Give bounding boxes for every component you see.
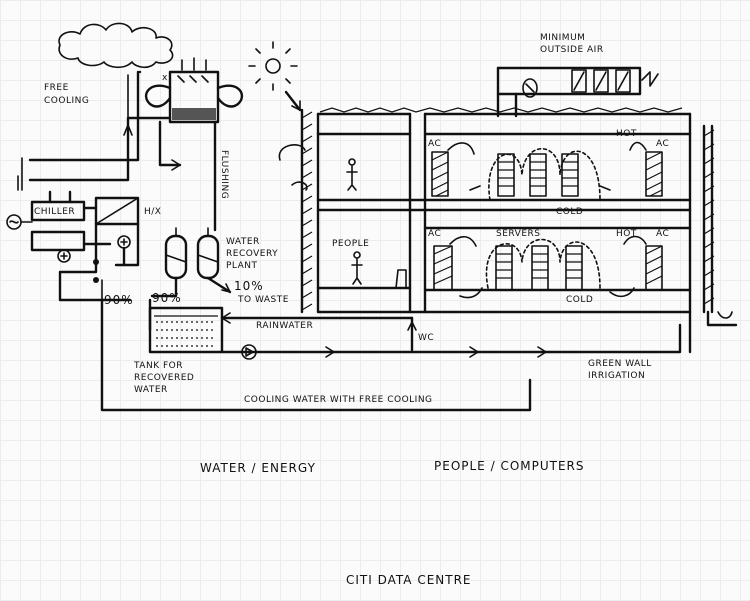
label-ac-bottom-right: AC — [656, 229, 669, 239]
label-servers: SERVERS — [496, 229, 540, 239]
building-section — [316, 107, 692, 314]
label-water-recovery-3: PLANT — [226, 261, 258, 271]
label-flushing: FLUSHING — [219, 150, 229, 199]
label-ac-top-right: AC — [656, 139, 669, 149]
label-rainwater: RAINWATER — [256, 321, 313, 331]
label-ac-bottom-left: AC — [428, 229, 441, 239]
green-wall — [688, 124, 738, 354]
label-water-recovery-1: WATER — [226, 237, 260, 247]
label-wc: WC — [418, 333, 434, 343]
cooling-tower — [144, 57, 244, 124]
label-cooling-water: COOLING WATER WITH FREE COOLING — [244, 395, 433, 405]
label-10-percent: 10% — [234, 279, 264, 293]
water-recovery-plant — [150, 227, 232, 298]
label-tank-3: WATER — [134, 385, 168, 395]
pump-icon — [241, 344, 257, 360]
steam-cloud-icon — [58, 22, 174, 69]
label-people: PEOPLE — [332, 239, 369, 249]
chiller-box — [30, 200, 86, 222]
label-hot-top: HOT — [616, 129, 637, 139]
heat-exchanger — [94, 196, 140, 226]
label-free-cooling-1: FREE — [44, 83, 69, 93]
label-water-recovery-2: RECOVERY — [226, 249, 278, 259]
caption-title: CITI DATA CENTRE — [346, 573, 472, 587]
label-hot-bottom: HOT — [616, 229, 637, 239]
label-tank-1: TANK FOR — [133, 361, 183, 371]
label-green-wall-1: GREEN WALL — [588, 359, 652, 369]
caption-people-computers: PEOPLE / COMPUTERS — [434, 459, 585, 473]
caption-water-energy: WATER / ENERGY — [200, 461, 316, 475]
sun-icon — [248, 41, 302, 112]
server-racks-lower — [433, 235, 663, 299]
label-to-waste: TO WASTE — [237, 295, 289, 305]
label-green-wall-2: IRRIGATION — [588, 371, 645, 381]
outside-air-intake — [496, 66, 659, 118]
tower-x-mark: x — [162, 73, 168, 83]
label-90-percent-left: 90% — [104, 293, 134, 307]
label-tank-2: RECOVERED — [134, 373, 194, 383]
recovered-water-tank — [148, 306, 224, 354]
label-hx: H/X — [144, 207, 161, 217]
label-90-percent-tank: 90% — [152, 291, 182, 305]
label-min-outside-air-2: OUTSIDE AIR — [540, 45, 604, 55]
server-racks-upper — [431, 141, 663, 201]
people-icon — [346, 158, 407, 289]
label-cold-top: COLD — [556, 207, 583, 217]
label-chiller: CHILLER — [34, 207, 75, 217]
label-cold-bottom: COLD — [566, 295, 593, 305]
label-free-cooling-2: COOLING — [44, 96, 89, 106]
label-min-outside-air-1: MINIMUM — [540, 33, 585, 43]
label-ac-top-left: AC — [428, 139, 441, 149]
